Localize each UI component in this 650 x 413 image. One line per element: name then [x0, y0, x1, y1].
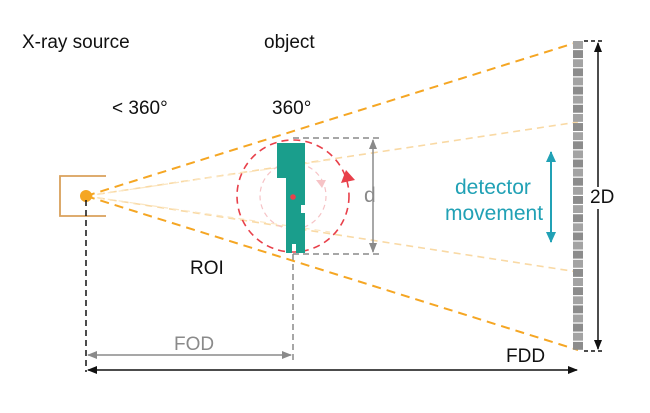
detector-segment — [573, 104, 583, 113]
detector-segment — [573, 123, 583, 131]
rotation-center — [290, 194, 296, 200]
rotation-arrow-icon — [341, 170, 355, 183]
detector-segment — [573, 177, 583, 186]
two-d-label: 2D — [589, 187, 616, 209]
detector-segment — [573, 50, 583, 59]
fdd-label: FDD — [506, 346, 546, 367]
source-focal-spot — [80, 190, 92, 202]
detector-segment — [573, 132, 583, 141]
detector-segment — [573, 296, 583, 305]
detector-segment — [573, 95, 583, 104]
detector-segment — [573, 250, 583, 259]
rotation-circle — [236, 139, 350, 253]
beam-cone — [85, 41, 579, 351]
detector-segment — [573, 259, 583, 268]
detector-segment — [573, 314, 583, 323]
light-beam-lines — [85, 121, 579, 273]
detector-segment — [573, 41, 583, 49]
detector-segment — [573, 159, 583, 168]
detector-segment — [573, 305, 583, 314]
d-dimension — [293, 137, 380, 255]
partial-angle-label: < 360° — [112, 98, 168, 119]
detector-segment — [573, 278, 583, 286]
full-angle-label: 360° — [272, 98, 312, 119]
detector-segment — [573, 113, 583, 122]
source-label: X-ray source — [22, 32, 130, 53]
detector-segment — [573, 86, 583, 95]
detector-segment — [573, 196, 583, 204]
detector-segment — [573, 205, 583, 214]
fod-label: FOD — [174, 334, 215, 355]
detector-movement-line1: detector — [455, 176, 531, 199]
detector-segment — [573, 323, 583, 332]
detector-segment — [573, 232, 583, 241]
inner-rotation-arrow-icon — [316, 180, 326, 188]
d-label: d — [364, 184, 376, 207]
detector-segment — [573, 223, 583, 232]
detector-segment — [573, 168, 583, 177]
detector-segment — [573, 241, 583, 250]
roi-label: ROI — [190, 258, 224, 279]
detector-segment — [573, 150, 583, 159]
detector-segment — [573, 214, 583, 223]
detector-segment — [573, 332, 583, 341]
detector-panel — [573, 41, 583, 350]
detector-segment — [573, 287, 583, 296]
detector-segment — [573, 77, 583, 86]
detector-segment — [573, 141, 583, 150]
detector-segment — [573, 68, 583, 77]
detector-movement-line2: movement — [445, 202, 544, 225]
object-label: object — [264, 32, 315, 53]
detector-segment — [573, 59, 583, 68]
detector-segment — [573, 341, 583, 350]
detector-segment — [573, 186, 583, 195]
detector-segment — [573, 268, 583, 277]
xray-source — [59, 175, 106, 217]
